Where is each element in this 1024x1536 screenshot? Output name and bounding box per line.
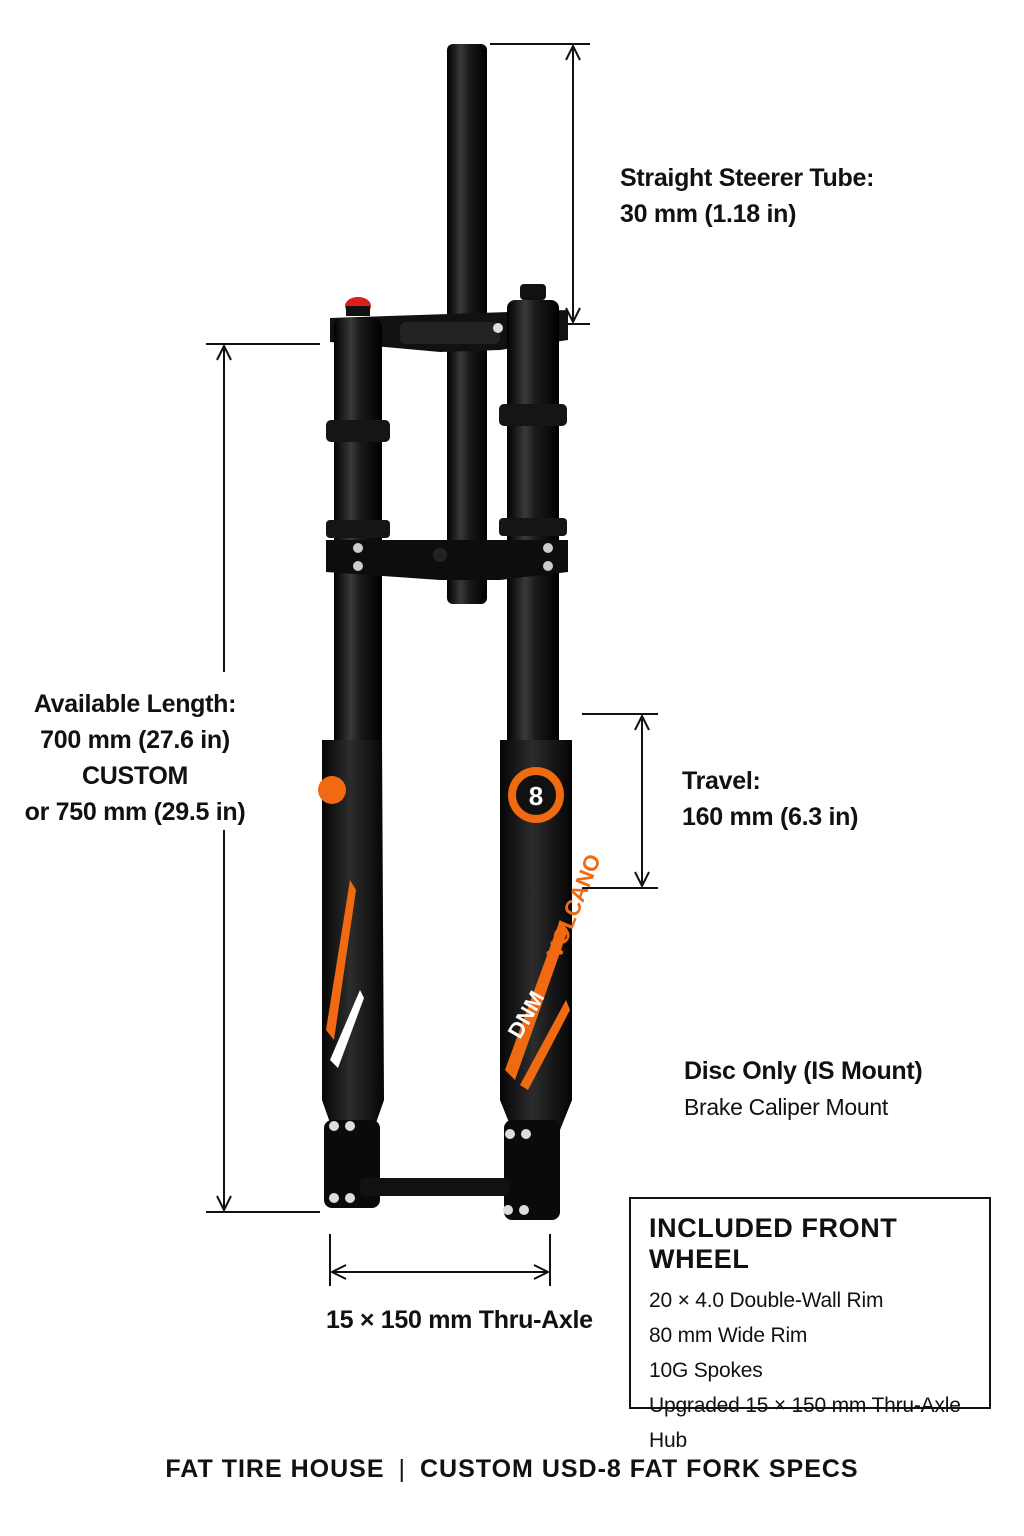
footer-title: CUSTOM USD-8 FAT FORK SPECS [420,1455,859,1483]
steerer-title: Straight Steerer Tube: [620,164,875,192]
travel-dimension [582,713,658,889]
travel-title: Travel: [682,767,761,795]
wheel-item: 80 mm Wide Rim [649,1324,808,1347]
travel-label: Travel: 160 mm (6.3 in) [682,763,858,835]
disc-subtitle: Brake Caliper Mount [684,1094,888,1120]
length-value: 700 mm (27.6 in) [40,726,230,754]
length-custom: CUSTOM [81,762,189,790]
travel-value: 160 mm (6.3 in) [682,803,859,831]
thru-axle [360,1178,510,1196]
included-wheel-box: INCLUDED FRONT WHEEL 20 × 4.0 Double-Wal… [629,1197,991,1452]
length-alt-value: or 750 mm (29.5 in) [24,798,246,826]
disc-mount-label: Disc Only (IS Mount) Brake Caliper Mount [684,1053,923,1125]
badge-decal: 8 [529,781,543,811]
length-title: Available Length: [33,690,237,718]
length-dimension [206,343,320,1213]
thru-axle-label: 15 × 150 mm Thru-Axle [326,1306,593,1334]
steerer-value: 30 mm (1.18 in) [620,200,797,228]
wheel-box-title: INCLUDED FRONT WHEEL [649,1213,898,1274]
axle-dimension [329,1234,551,1286]
right-top-cap [520,284,546,300]
disc-title: Disc Only (IS Mount) [684,1057,923,1085]
steerer-tube-label: Straight Steerer Tube: 30 mm (1.18 in) [620,160,874,232]
footer-separator: | [398,1455,406,1483]
footer-caption: FAT TIRE HOUSE | CUSTOM USD-8 FAT FORK SPE… [0,1455,1024,1484]
available-length-label: Available Length: 700 mm (27.6 in) CUSTO… [20,686,250,830]
lower-crown [326,540,568,580]
wheel-item: 20 × 4.0 Double-Wall Rim [649,1289,884,1312]
footer-brand: FAT TIRE HOUSE [165,1455,385,1483]
right-dropout [504,1120,560,1220]
left-lower-leg [322,740,384,1140]
wheel-item: 10G Spokes [649,1359,763,1382]
steerer-dimension [490,43,590,325]
wheel-item: Upgraded 15 × 150 mm Thru-Axle Hub [649,1394,961,1452]
